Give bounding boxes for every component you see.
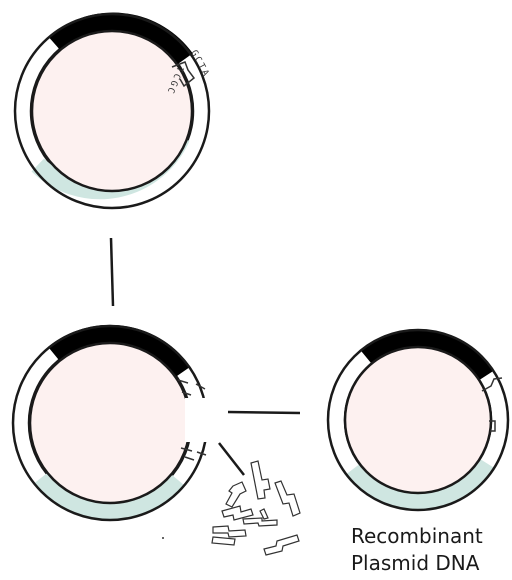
dna-fragment — [226, 482, 246, 507]
plasmid-interior — [32, 31, 192, 191]
caption-line-2: Plasmid DNA — [351, 550, 511, 577]
dna-fragment — [251, 461, 270, 499]
dna-fragment — [243, 518, 277, 526]
dna-fragment — [275, 481, 300, 516]
plasmid-interior — [345, 347, 491, 493]
cut-gap — [185, 398, 215, 442]
plasmid-recombinant — [328, 330, 508, 510]
dna-fragment — [213, 526, 246, 537]
plasmid-original: GCTA TCGC — [15, 14, 211, 208]
dna-fragment — [222, 506, 253, 520]
plasmid-interior — [30, 343, 190, 503]
fragment-connector-line — [219, 443, 244, 475]
dna-fragment — [264, 535, 299, 555]
foreign-dna-fragments — [212, 461, 300, 555]
caption-line-1: Recombinant — [351, 523, 511, 550]
dna-fragment — [212, 537, 235, 545]
ligation-connector-line — [228, 412, 300, 413]
plasmid-cut — [13, 326, 215, 520]
step-connector-line — [111, 238, 113, 306]
recombinant-plasmid-label: Recombinant Plasmid DNA — [351, 523, 511, 577]
